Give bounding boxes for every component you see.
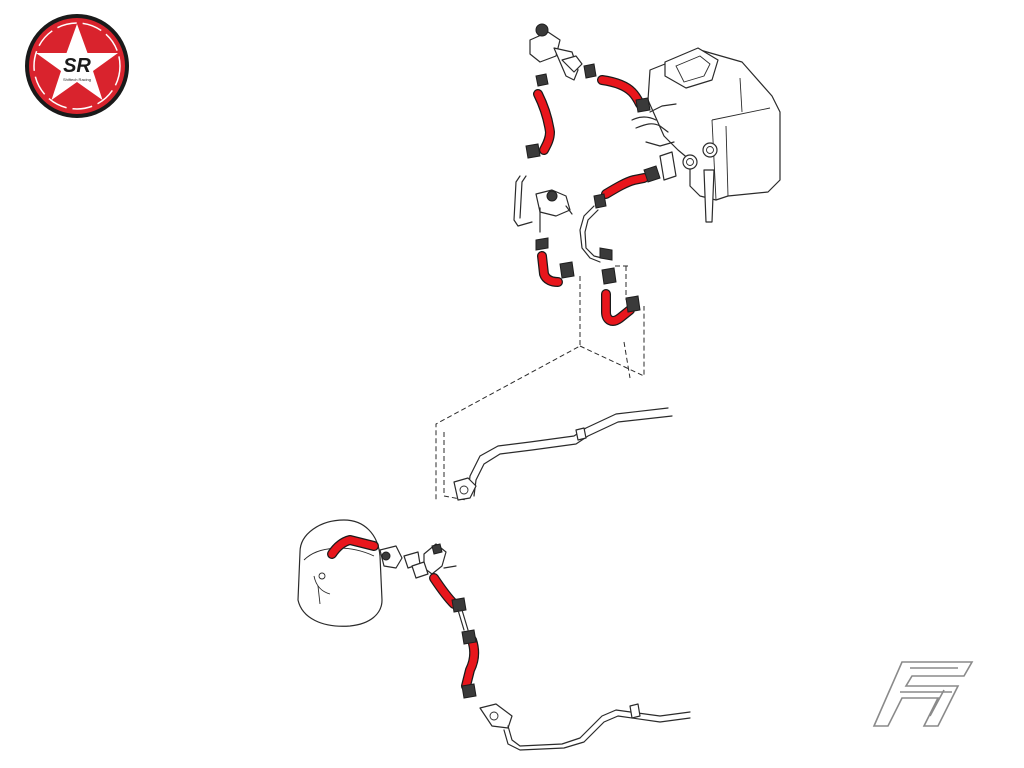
sr-logo: SR Shiftech Racing: [25, 14, 129, 118]
logo-text: SR: [63, 55, 91, 77]
brand-mark-inner: [900, 667, 958, 717]
middle-pipe-assembly: [513, 175, 613, 263]
logo-tagline: Shiftech Racing: [63, 77, 91, 82]
dashed-guide-lines: [435, 265, 645, 501]
lower-valve-assembly: [379, 543, 457, 579]
lower-hose-group: [327, 535, 480, 699]
engine-block-assembly: [631, 47, 781, 223]
tank-assembly: [297, 519, 383, 627]
logo-inner-ring: [33, 22, 121, 110]
fuel-line-middle: [453, 407, 673, 501]
brand-mark-outer: [872, 661, 974, 727]
middle-hose-group: [537, 251, 641, 326]
upper-hose-group: [525, 75, 661, 209]
fuel-line-lower: [479, 703, 691, 751]
logo-star: [36, 24, 118, 100]
upper-valve-assembly: [529, 23, 597, 87]
brand-mark: [872, 661, 974, 727]
